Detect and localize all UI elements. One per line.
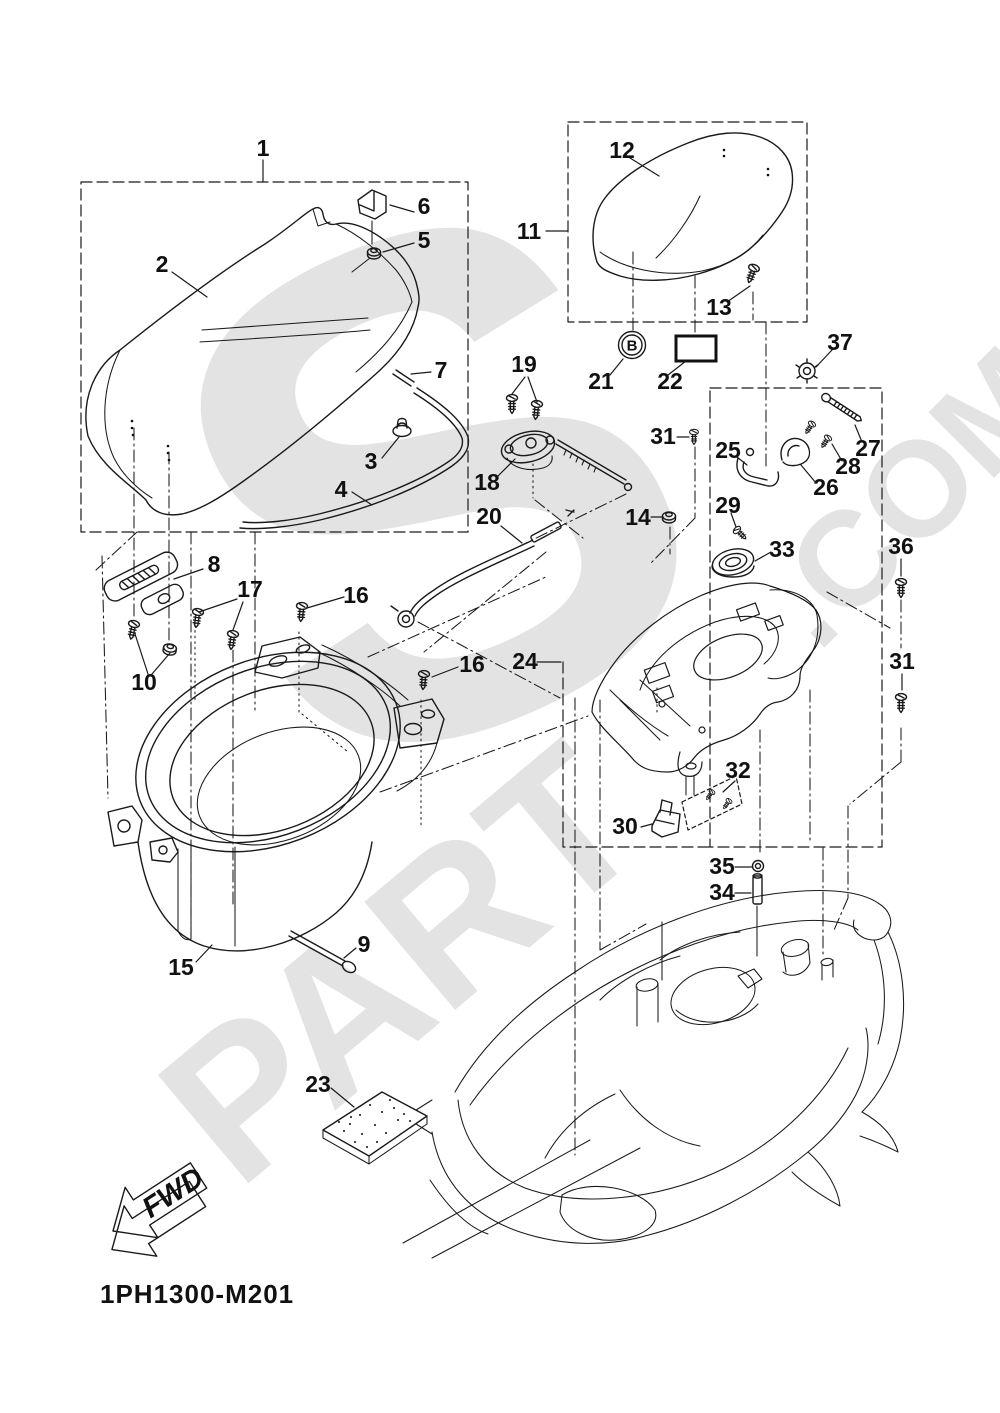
callout-16b: 16: [459, 651, 485, 677]
callout-16a: 16: [343, 582, 369, 608]
nut-35: [751, 859, 765, 873]
diagram-code: 1PH1300-M201: [100, 1279, 294, 1309]
callout-17: 17: [237, 576, 263, 602]
callout-3: 3: [365, 448, 378, 474]
callout-18: 18: [474, 469, 500, 495]
construction-lines: [95, 251, 902, 1156]
callout-5: 5: [418, 227, 431, 253]
callout-25: 25: [715, 437, 741, 463]
bolt-27: [821, 392, 862, 422]
callout-1: 1: [257, 135, 270, 161]
seat-2: [85, 206, 420, 516]
seat-12: [592, 132, 794, 281]
lock-rod: [555, 439, 633, 492]
callout-29: 29: [715, 492, 741, 518]
cable-20: [390, 509, 575, 628]
callout-7: 7: [435, 357, 448, 383]
callout-11: 11: [517, 218, 542, 244]
clip-30: [651, 799, 681, 838]
lock-22: [674, 334, 718, 363]
callout-12: 12: [609, 137, 635, 163]
callout-36: 36: [888, 533, 914, 559]
box-clip-32: [681, 775, 743, 831]
callouts: 1 2 3 4 5 6 7 8 9 10 11 12 13 14 15 16 1…: [131, 135, 915, 1097]
callout-24: 24: [512, 648, 538, 674]
dashed-boxes: [80, 121, 883, 848]
callout-20: 20: [476, 503, 502, 529]
callout-14: 14: [625, 504, 651, 530]
callout-2: 2: [156, 251, 169, 277]
callout-8: 8: [208, 551, 221, 577]
seat12-stitch-dots: [722, 148, 770, 177]
callout-10: 10: [131, 669, 157, 695]
seat-lock-18: [500, 430, 556, 471]
pin-lines: [661, 905, 758, 981]
callout-4: 4: [335, 476, 348, 502]
pin-34: [752, 873, 763, 905]
callout-23: 23: [305, 1071, 331, 1097]
callout-32: 32: [725, 757, 751, 783]
callout-34: 34: [709, 879, 735, 905]
hinge-8: [103, 551, 184, 616]
striker-26: [780, 437, 811, 467]
callout-30: 30: [612, 813, 638, 839]
callout-15: 15: [168, 954, 194, 980]
callout-28: 28: [835, 453, 861, 479]
leader-lines: [134, 157, 903, 1108]
flange-nut-37: [795, 358, 819, 384]
callout-27: 27: [855, 435, 881, 461]
latch-25: [736, 447, 780, 487]
callout-6: 6: [418, 193, 431, 219]
callout-19: 19: [511, 351, 537, 377]
bracket-6: [351, 189, 387, 273]
key-cylinder-21: [617, 330, 647, 360]
callout-26: 26: [813, 474, 839, 500]
grommet-33: [711, 548, 755, 578]
storage-box-15: [107, 636, 445, 952]
callout-9: 9: [358, 931, 371, 957]
callout-22: 22: [657, 368, 683, 394]
pad-23: [322, 1091, 428, 1165]
callout-13: 13: [706, 294, 732, 320]
box-carrier-extension: [562, 661, 711, 848]
callout-31b: 31: [889, 648, 915, 674]
box-carrier-assy: [709, 387, 883, 848]
trim-strip-4-7: [239, 369, 470, 530]
callout-21: 21: [588, 368, 614, 394]
callout-31a: 31: [650, 423, 676, 449]
grommet-3: [392, 417, 412, 438]
callout-35: 35: [709, 853, 735, 879]
key-letter: B: [627, 338, 638, 355]
box-seat-assy-1: [80, 181, 469, 533]
callout-37: 37: [827, 329, 853, 355]
carrier-bracket-24: [591, 582, 822, 796]
callout-33: 33: [769, 536, 795, 562]
box-seat-assy-11: [567, 121, 808, 323]
rod-9: [288, 930, 357, 974]
alignment-dotted-lines: [194, 463, 658, 829]
scooter-body: [402, 890, 905, 1259]
seat-stitch-dots: [130, 419, 171, 462]
